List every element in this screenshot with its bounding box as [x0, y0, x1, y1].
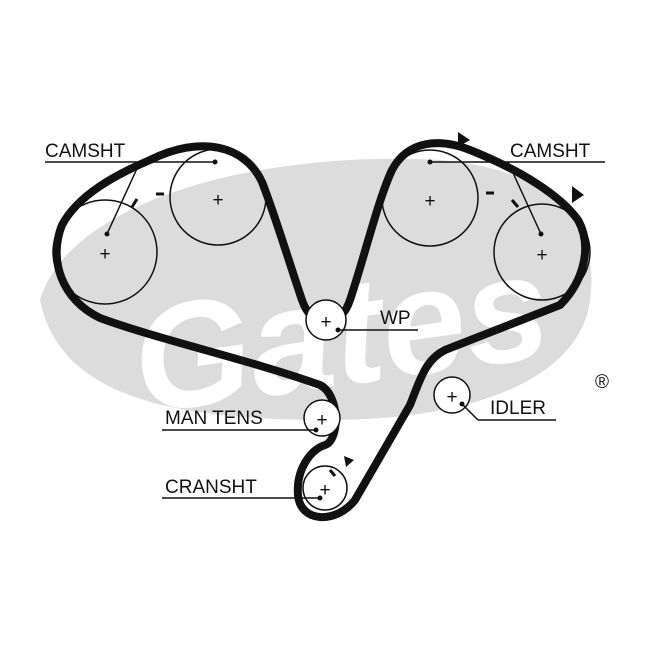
label-camshaft-right: CAMSHT [510, 141, 591, 162]
leader-dot [459, 401, 465, 407]
leader-dot [427, 159, 433, 165]
label-camshaft-left: CAMSHT [45, 141, 126, 162]
pulley-camshaft-right-outer: + [493, 203, 591, 301]
arrow-right-icon [572, 186, 584, 203]
pulley-manual-tensioner: + [303, 399, 341, 437]
pulley-camshaft-left-outer: + [52, 199, 158, 305]
leader-dot [335, 327, 341, 333]
timing-mark [328, 469, 337, 477]
leader-dot [104, 231, 110, 237]
pulley-center-mark: + [212, 190, 223, 211]
pulley-center-mark: + [320, 312, 331, 333]
pulley-center-mark: + [424, 191, 435, 212]
leader-line [507, 161, 542, 235]
label-manual-tensioner: MAN TENS [165, 408, 263, 429]
timing-mark [130, 198, 139, 208]
leader-dot [313, 427, 319, 433]
direction-arrows [344, 132, 584, 467]
arrow-right-icon [458, 132, 470, 147]
timing-marks [130, 191, 520, 477]
pulley-center-mark: + [319, 480, 330, 501]
label-idler: IDLER [490, 398, 546, 419]
timing-mark [510, 199, 520, 208]
arrow-up-icon [344, 456, 354, 467]
pulley-center-mark: + [446, 387, 457, 408]
pulley-center-mark: + [536, 245, 547, 266]
pulley-camshaft-right-inner: + [381, 149, 479, 247]
leader-line [461, 403, 479, 421]
label-water-pump: WP [380, 308, 411, 329]
registered-mark: ® [595, 372, 609, 393]
leader-dot [212, 159, 218, 165]
leader-dot [538, 231, 544, 237]
pulley-camshaft-left-inner: + [169, 148, 267, 246]
leader-line [106, 161, 141, 235]
pulley-center-mark: + [316, 410, 327, 431]
pulley-center-mark: + [99, 244, 110, 265]
callouts: CAMSHT CAMSHT WP MAN TENS IDLER CRANSHT [45, 141, 605, 501]
pulley-crankshaft: + [302, 465, 348, 511]
leader-dot [317, 495, 323, 501]
label-crankshaft: CRANSHT [165, 477, 257, 498]
pulley-water-pump: + [305, 299, 347, 341]
